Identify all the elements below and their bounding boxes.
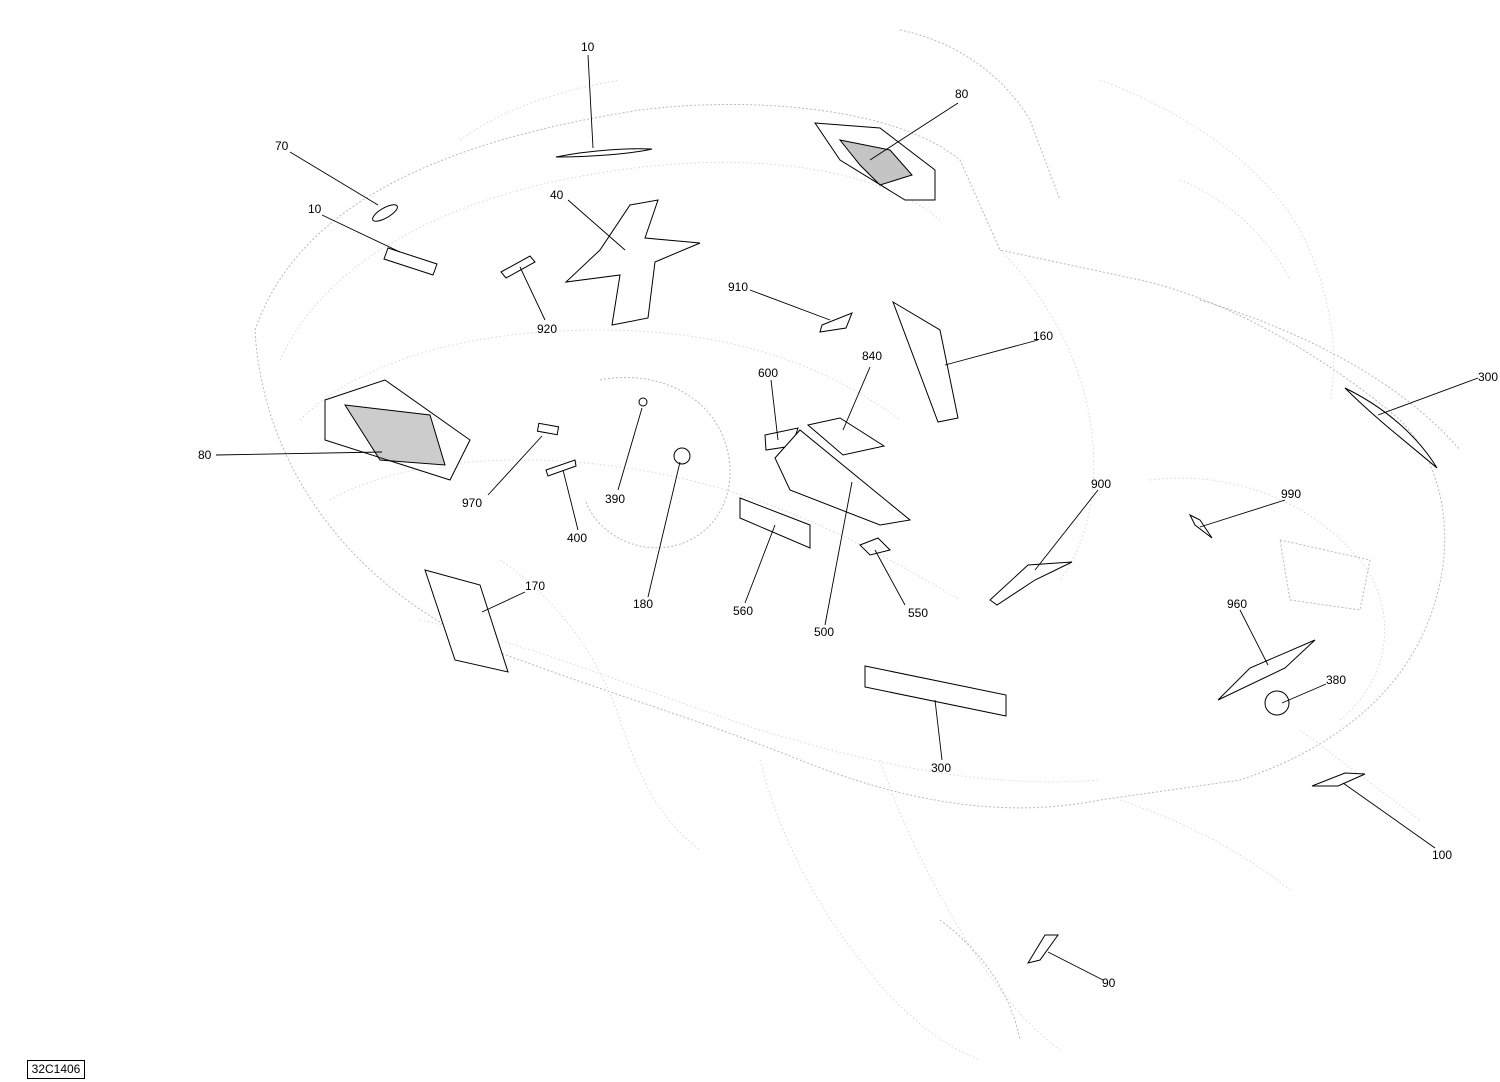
decal-300-right <box>1344 387 1438 469</box>
decal-70 <box>372 204 398 222</box>
leader-560 <box>744 524 776 604</box>
leader-900 <box>1034 489 1099 571</box>
leader-100 <box>1342 782 1436 849</box>
callout-400: 400 <box>567 531 587 545</box>
decal-90 <box>1026 934 1059 964</box>
decal-80-top-art <box>838 139 913 186</box>
decal-550 <box>859 537 891 556</box>
decal-shapes <box>324 122 1438 964</box>
decal-920 <box>500 255 536 279</box>
decal-900 <box>989 561 1073 606</box>
decal-40 <box>564 199 701 326</box>
callout-600: 600 <box>758 366 778 380</box>
callout-960: 960 <box>1227 597 1247 611</box>
callout-90: 90 <box>1102 976 1116 990</box>
leader-10-top <box>587 54 594 149</box>
leader-380 <box>1281 683 1327 704</box>
leader-80-left <box>215 451 383 456</box>
callout-10-left: 10 <box>308 202 322 216</box>
leader-300-right <box>1377 377 1479 416</box>
decal-80-left <box>324 379 471 481</box>
decal-160 <box>892 300 959 423</box>
callout-560: 560 <box>733 604 753 618</box>
callout-300-right: 300 <box>1478 370 1498 384</box>
leader-550 <box>874 549 906 606</box>
callout-390: 390 <box>605 492 625 506</box>
decal-960 <box>1217 639 1316 701</box>
leader-180 <box>647 461 681 598</box>
callout-500: 500 <box>814 625 834 639</box>
leader-390 <box>617 407 643 491</box>
leader-90 <box>1047 951 1104 981</box>
leader-70 <box>289 151 379 206</box>
decal-840 <box>806 417 886 456</box>
decal-560 <box>739 497 811 549</box>
leader-910 <box>749 289 831 321</box>
decal-10-left <box>383 247 438 276</box>
figure-code-label: 32C1406 <box>27 1060 85 1079</box>
callout-380: 380 <box>1326 673 1346 687</box>
leader-990 <box>1199 499 1286 528</box>
decal-180 <box>673 447 691 465</box>
decal-390 <box>638 397 648 407</box>
callout-80-left: 80 <box>198 448 212 462</box>
callout-550: 550 <box>908 606 928 620</box>
leader-600 <box>770 379 779 441</box>
callout-40: 40 <box>550 188 564 202</box>
leader-400 <box>562 469 579 531</box>
vehicle-ghost-outline <box>254 29 1461 1061</box>
callout-970: 970 <box>462 496 482 510</box>
callout-80-top: 80 <box>955 87 969 101</box>
callout-10-top: 10 <box>581 40 595 54</box>
leader-160 <box>944 339 1039 366</box>
leader-300-bottom <box>934 699 943 761</box>
decal-970 <box>536 422 560 436</box>
leader-80-top <box>869 102 959 161</box>
callout-990: 990 <box>1281 487 1301 501</box>
leader-10-left <box>321 214 401 253</box>
decal-380 <box>1264 690 1290 716</box>
decal-300-logo <box>864 665 1007 717</box>
leader-lines <box>215 54 1479 981</box>
decal-100 <box>1311 772 1366 787</box>
leader-920 <box>519 266 546 321</box>
callout-labels: 10 80 70 10 40 920 910 160 840 600 300 8… <box>198 40 1498 990</box>
callout-170: 170 <box>525 579 545 593</box>
leader-500 <box>824 481 853 626</box>
decal-10-top <box>555 148 653 158</box>
callout-920: 920 <box>537 322 557 336</box>
callout-900: 900 <box>1091 477 1111 491</box>
leader-40 <box>567 199 626 251</box>
callout-180: 180 <box>633 597 653 611</box>
leader-960 <box>1239 609 1269 666</box>
decal-500 <box>774 429 912 526</box>
callout-910: 910 <box>728 280 748 294</box>
decal-910 <box>819 312 853 333</box>
decal-400 <box>545 459 577 477</box>
decal-170 <box>424 569 509 673</box>
decal-80-top <box>814 122 936 201</box>
callout-840: 840 <box>862 349 882 363</box>
callout-70: 70 <box>275 139 289 153</box>
decal-80-left-art <box>344 404 446 466</box>
callout-300-bottom: 300 <box>931 761 951 775</box>
callout-100: 100 <box>1432 848 1452 862</box>
leader-840 <box>842 366 871 431</box>
leader-170 <box>481 591 526 613</box>
callout-160: 160 <box>1033 329 1053 343</box>
leader-970 <box>487 435 543 496</box>
